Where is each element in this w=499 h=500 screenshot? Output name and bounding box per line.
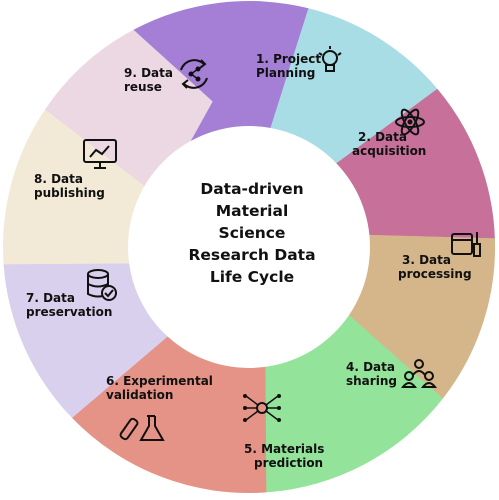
stage-label-2: 2. Data acquisition [352,130,427,158]
segment-9 [45,29,213,189]
segments-group [2,0,496,494]
segment-notch-6 [219,362,267,493]
stage-label-4: 4. Data sharing [346,360,397,388]
center-title: Data-driven Material Science Research Da… [152,178,352,288]
title-line-5: Life Cycle [209,268,295,286]
lightbulb-icon [318,46,342,72]
lab-flask-icon [119,415,165,441]
stage-label-5: 5. Materials prediction [244,442,325,470]
segment-notch-3 [333,88,438,176]
title-line-1: Data-driven [200,180,304,198]
center-circle [128,126,370,368]
stage-label-7: 7. Data preservation [26,291,113,319]
segment-notch-8 [3,219,134,265]
stage-label-6: 6. Experimental validation [106,374,213,402]
processing-tools-icon [451,232,481,257]
segment-notch-2 [269,8,328,132]
people-sharing-icon [400,359,438,388]
stage-label-9: 9. Data reuse [124,66,173,94]
chart-monitor-icon [83,139,117,169]
segment-notch-4 [365,234,495,281]
database-check-icon [87,269,117,301]
atom-icon [395,108,425,136]
neural-network-icon [243,394,281,422]
title-line-4: Research Data [188,246,316,264]
segment-notch-9 [45,109,148,189]
title-line-2: Material [215,202,289,220]
stage-label-3: 3. Data processing [398,253,472,281]
title-line-3: Science [218,224,286,242]
segment-notch-5 [341,312,443,399]
stage-label-1: 1. Project Planning [256,52,322,80]
stage-label-8: 8. Data publishing [34,172,105,200]
segment-notch-7 [72,327,171,418]
reuse-share-icon [180,59,208,89]
icons-group [83,46,481,441]
